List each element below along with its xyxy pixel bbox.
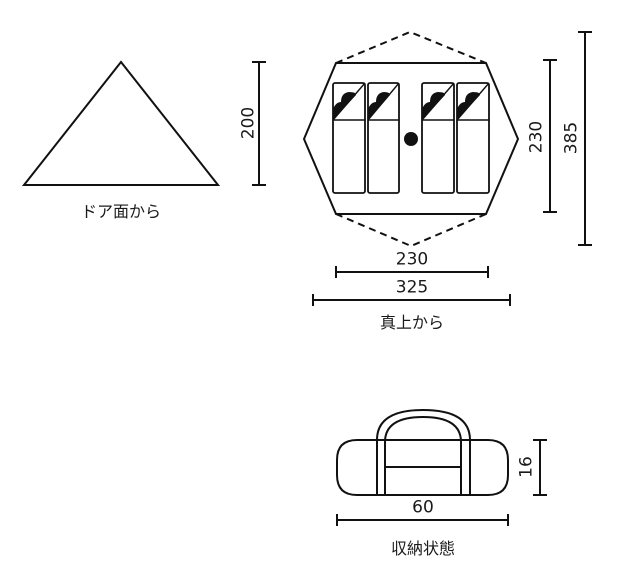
outer-depth-dimension: [578, 31, 592, 246]
door-view-triangle: [21, 60, 221, 186]
top-view-caption: 真上から: [379, 313, 445, 332]
door-height-dimension: [252, 61, 266, 186]
sleeping-bag-2: [367, 82, 400, 194]
outer-depth-label: 385: [561, 121, 582, 155]
door-view-caption: ドア面から: [80, 202, 162, 221]
packed-height-dimension: [533, 439, 547, 496]
outer-width-label: 325: [395, 277, 429, 298]
sleeping-bag-1: [332, 82, 366, 194]
packed-height-label: 16: [516, 456, 537, 478]
person-silhouette-icon: [368, 92, 390, 120]
sleeping-bag-4: [456, 82, 490, 194]
inner-width-label: 230: [395, 249, 429, 270]
person-silhouette-icon: [422, 92, 445, 120]
person-silhouette-icon: [333, 92, 356, 120]
top-view-fly-outline: [335, 30, 487, 248]
door-height-label: 200: [238, 106, 259, 140]
packed-bag: [336, 408, 509, 496]
person-silhouette-icon: [457, 92, 480, 120]
packed-length-dimension: [336, 514, 509, 526]
inner-depth-dimension: [543, 59, 557, 213]
sleeping-bag-3: [421, 82, 455, 194]
packed-length-label: 60: [412, 497, 434, 518]
outer-width-dimension: [312, 294, 511, 306]
inner-depth-label: 230: [526, 120, 547, 154]
center-pole-icon: [404, 132, 418, 146]
sleeping-bags: [332, 82, 490, 194]
packed-caption: 収納状態: [390, 539, 456, 558]
inner-width-dimension: [335, 266, 489, 278]
